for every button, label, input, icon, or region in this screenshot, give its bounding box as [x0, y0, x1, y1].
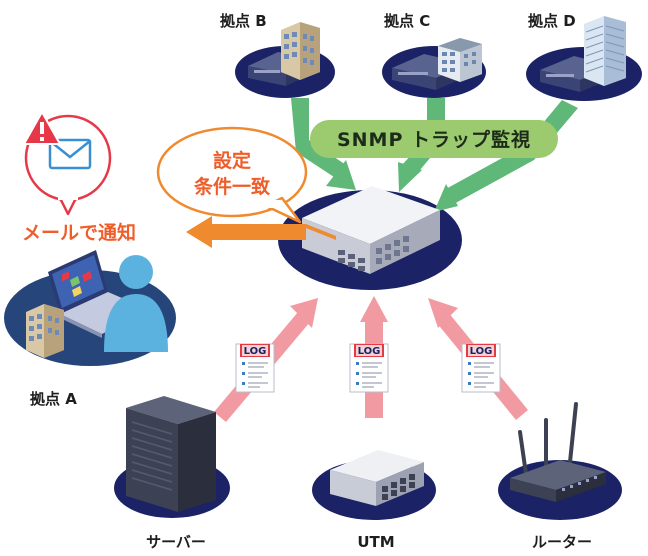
condition-line-1: 設定	[213, 149, 251, 172]
mail-arrow	[186, 216, 306, 248]
router-label: ルーター	[532, 533, 592, 551]
building-c-icon	[438, 38, 482, 82]
server-label: サーバー	[146, 533, 206, 551]
snmp-pill	[310, 120, 558, 158]
log-document-router	[461, 343, 501, 393]
log-tag-utm: LOG	[358, 346, 381, 357]
mail-notify-label: メールで通知	[22, 221, 136, 244]
log-document-server	[235, 343, 275, 393]
server-icon	[126, 396, 216, 512]
warning-icon	[22, 109, 62, 145]
router-icon	[510, 402, 606, 502]
envelope-icon	[48, 138, 92, 170]
utm-icon	[330, 450, 424, 506]
person-icon	[104, 255, 168, 352]
snmp-label: SNMP トラップ監視	[337, 128, 531, 151]
monitoring-appliance-icon	[302, 186, 440, 274]
site-d-label: 拠点 D	[528, 12, 576, 30]
building-a-icon	[26, 304, 64, 358]
condition-line-2: 条件一致	[194, 175, 271, 198]
site-b-label: 拠点 B	[220, 12, 267, 30]
log-tag-server: LOG	[244, 346, 267, 357]
utm-label: UTM	[357, 533, 394, 551]
log-tag-router: LOG	[470, 346, 493, 357]
site-c-label: 拠点 C	[384, 12, 430, 30]
condition-bubble	[156, 126, 308, 224]
log-document-utm	[349, 343, 389, 393]
building-b-icon	[281, 22, 320, 80]
site-a-label: 拠点 A	[30, 390, 77, 408]
tower-d-icon	[584, 16, 626, 86]
